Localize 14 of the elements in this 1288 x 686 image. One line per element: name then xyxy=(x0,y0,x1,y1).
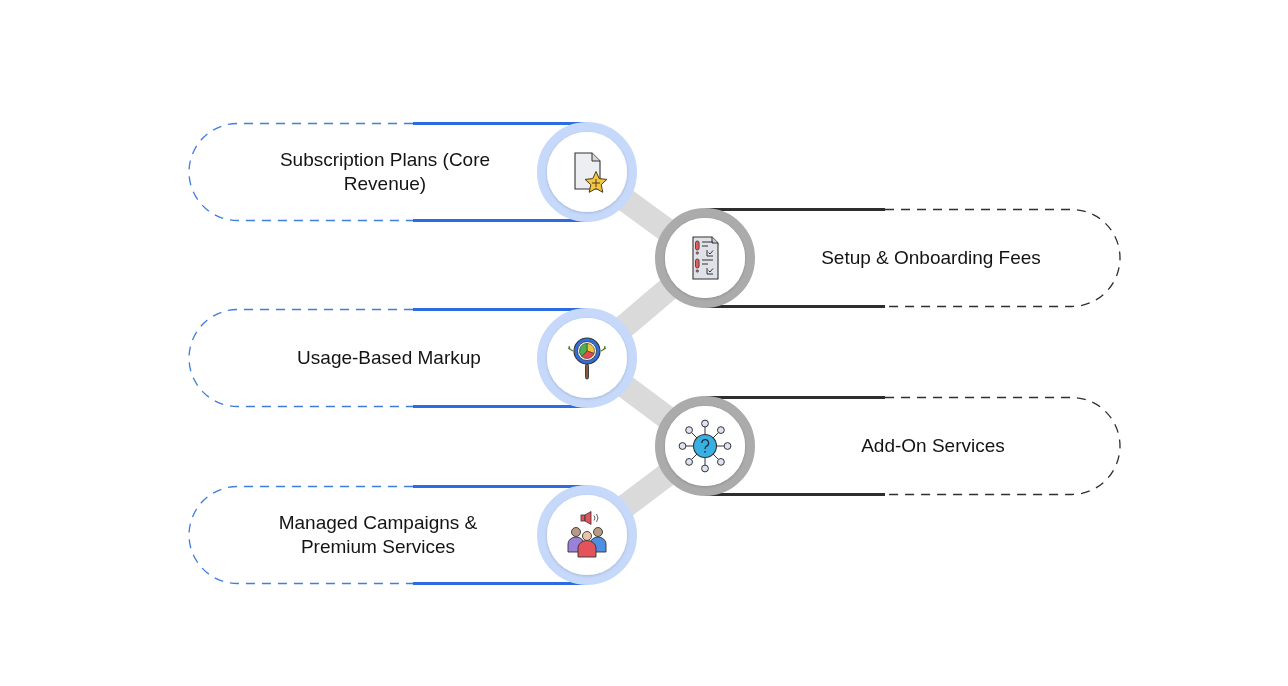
connector-band xyxy=(615,279,677,337)
category-card xyxy=(188,122,637,222)
card-label: Subscription Plans (Core Revenue) xyxy=(278,147,492,196)
category-card xyxy=(655,396,1121,496)
category-card xyxy=(655,208,1121,308)
connector-band xyxy=(616,465,676,516)
category-card xyxy=(188,485,637,585)
category-card xyxy=(188,308,637,408)
connector-band xyxy=(617,190,675,240)
connector-band xyxy=(616,377,676,427)
card-label: Setup & Onboarding Fees xyxy=(820,245,1042,270)
card-label: Add-On Services xyxy=(860,433,1006,458)
card-label: Managed Campaigns & Premium Services xyxy=(277,510,479,559)
card-label: Usage-Based Markup xyxy=(296,345,482,370)
